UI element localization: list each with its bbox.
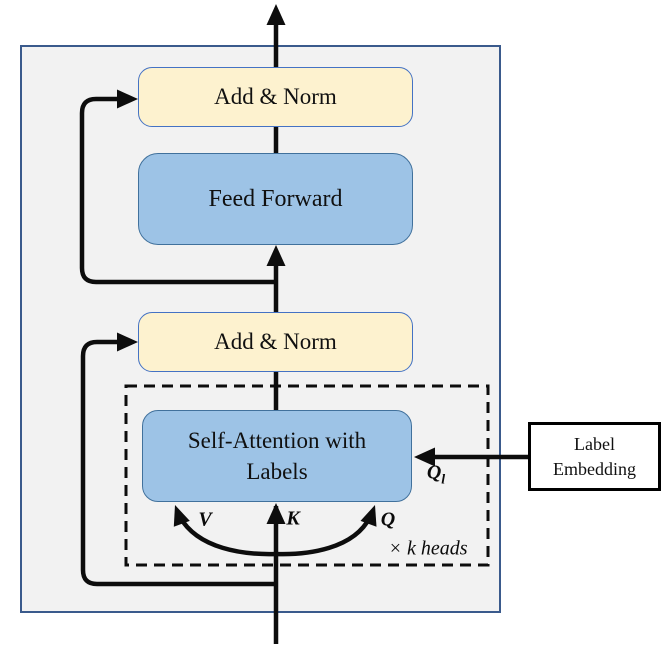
query-label-main: Q [426, 461, 442, 484]
query-edge-label: Q [380, 508, 396, 531]
multihead-dashed-group [124, 384, 490, 567]
value-edge-label: V [198, 508, 212, 531]
residual-skip-upper-line [79, 96, 276, 285]
self-attention-block: Self-Attention with Labels [142, 410, 412, 502]
add-norm-mid-block: Add & Norm [138, 312, 413, 372]
key-arrow-head [266, 503, 286, 524]
residual-skip-lower-arrow-head [117, 332, 138, 352]
label-embedding-arrow-head [414, 447, 435, 467]
label-embedding-label-line1: Label [574, 433, 615, 454]
value-branch-curve [178, 515, 277, 557]
query-branch-curve [275, 515, 373, 557]
feed-forward-block: Feed Forward [138, 153, 413, 245]
value-arrow-head [173, 505, 190, 527]
add-norm-top-label: Add & Norm [214, 84, 337, 109]
query-label-edge-label: Ql [426, 461, 446, 488]
add-norm-top-block: Add & Norm [138, 67, 413, 127]
output-arrow-head [266, 4, 286, 25]
query-arrow-head [360, 505, 377, 527]
key-edge-label: K [286, 507, 300, 530]
feed-forward-label: Feed Forward [208, 185, 343, 212]
residual-skip-upper-arrow-head [117, 89, 138, 109]
residual-skip-lower-line [80, 339, 276, 587]
label-embedding-label-line2: Embedding [553, 458, 636, 479]
k-heads-annotation: × k heads [388, 537, 468, 560]
ff-input-arrow-head [266, 245, 286, 266]
self-attention-label-line1: Self-Attention with [187, 428, 367, 453]
self-attention-label-line2: Labels [246, 459, 308, 484]
query-label-subscript: l [441, 472, 446, 488]
label-embedding-block: Label Embedding [528, 422, 661, 491]
add-norm-mid-label: Add & Norm [214, 329, 337, 354]
